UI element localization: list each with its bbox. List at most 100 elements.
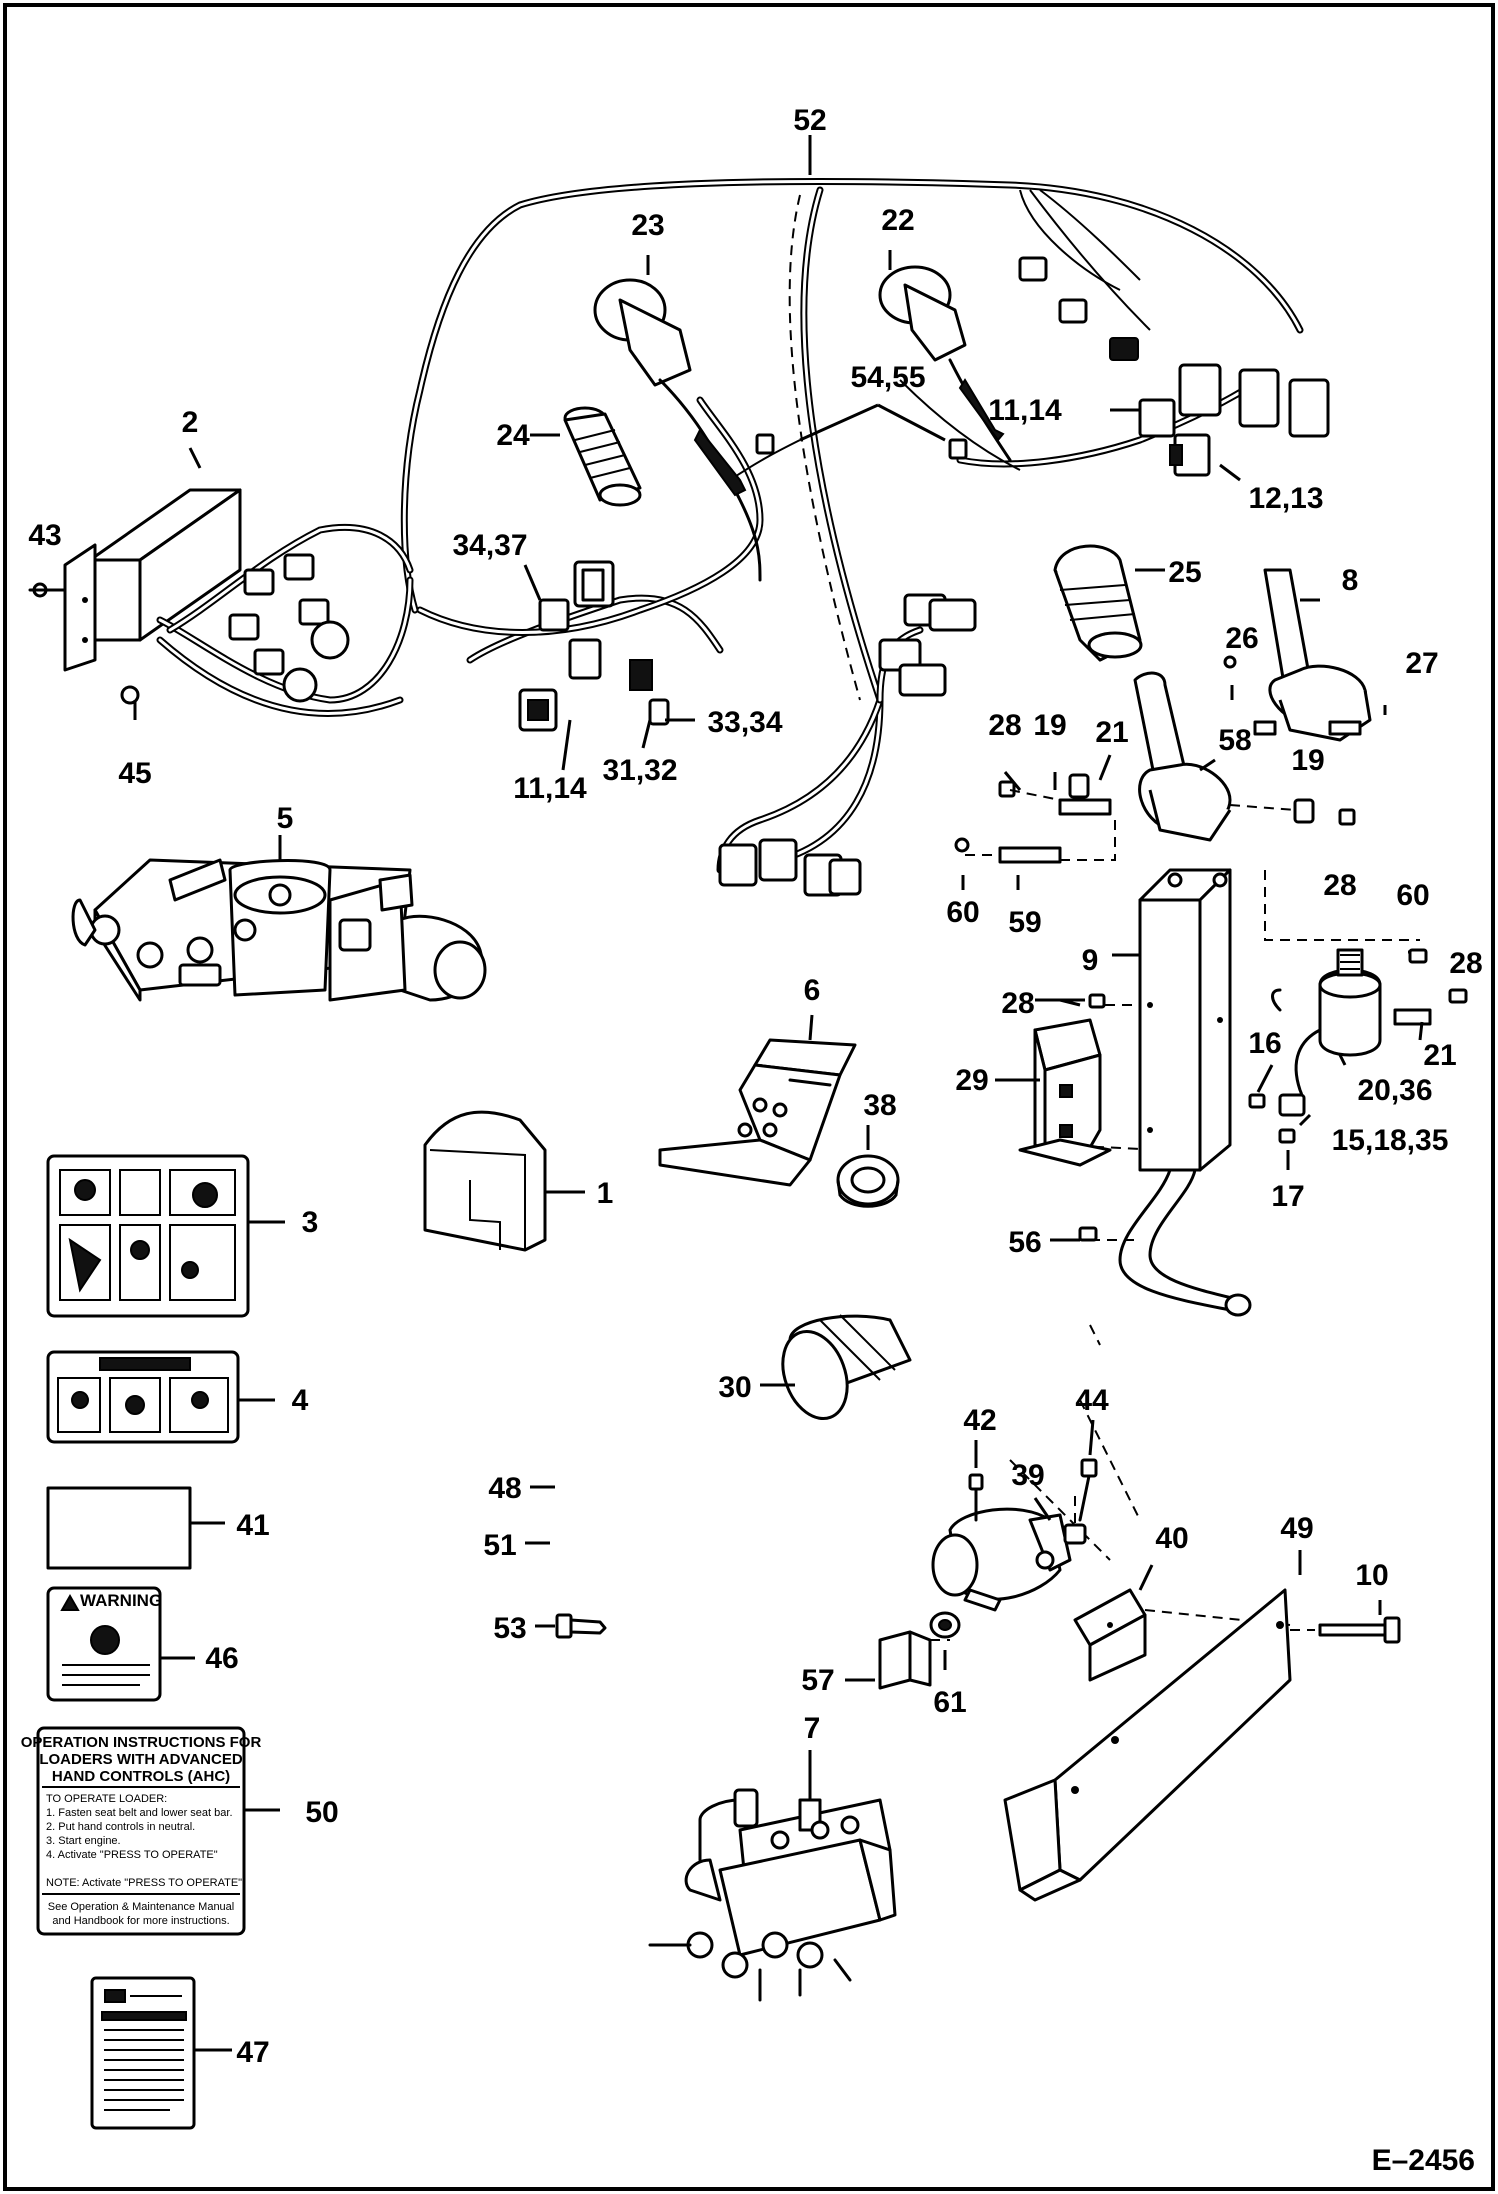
callout-60-right: 60 [1396, 879, 1429, 912]
callout-15-18-35: 15,18,35 [1332, 1124, 1449, 1157]
leader-lines [52, 135, 1424, 2052]
bracket-49 [1003, 1588, 1292, 1902]
washer-61 [929, 1611, 961, 1639]
callout-2: 2 [182, 406, 199, 439]
callout-7: 7 [804, 1712, 821, 1745]
instructions-line-5: 4. Activate "PRESS TO OPERATE" [46, 1849, 218, 1861]
decal-4 [46, 1350, 240, 1444]
callout-57: 57 [801, 1664, 834, 1697]
callout-60-left: 60 [946, 896, 979, 929]
instructions-line-6: NOTE: Activate "PRESS TO OPERATE" [46, 1877, 242, 1889]
control-valve-7 [648, 1788, 897, 2002]
bracket-29 [1018, 1018, 1112, 1167]
callout-16: 16 [1248, 1027, 1281, 1060]
callout-48: 48 [488, 1472, 521, 1505]
bolt-10 [1318, 1616, 1401, 1644]
bracket-40 [1073, 1588, 1147, 1682]
decal-46: WARNING [46, 1586, 162, 1702]
callout-49: 49 [1280, 1512, 1313, 1545]
callout-3: 3 [302, 1206, 319, 1239]
decal-50: OPERATION INSTRUCTIONS FOR LOADERS WITH … [21, 1726, 262, 1936]
callout-38: 38 [863, 1089, 896, 1122]
callout-11-14-lower: 11,14 [513, 772, 587, 805]
joystick-58 [1068, 671, 1315, 842]
boot-25 [1053, 544, 1143, 662]
instructions-line-1: TO OPERATE LOADER: [46, 1793, 167, 1805]
callout-52: 52 [793, 104, 826, 137]
callout-46: 46 [205, 1642, 238, 1675]
module-harness [156, 523, 414, 717]
callout-5: 5 [277, 802, 294, 835]
callout-4: 4 [292, 1384, 309, 1417]
boot-30 [781, 1314, 912, 1421]
callout-44: 44 [1075, 1384, 1109, 1417]
warning-decal-title: WARNING [80, 1591, 162, 1610]
callout-30: 30 [718, 1371, 751, 1404]
callout-19-right: 19 [1291, 744, 1324, 777]
callout-25: 25 [1168, 556, 1201, 589]
instructions-title-line-2: LOADERS WITH ADVANCED [39, 1751, 242, 1768]
harness-connectors [518, 256, 1330, 897]
instructions-title-line-3: HAND CONTROLS (AHC) [52, 1768, 230, 1785]
instructions-line-7: See Operation & Maintenance Manual [48, 1901, 235, 1913]
callout-21-lower: 21 [1423, 1039, 1456, 1072]
switch-22 [878, 265, 1012, 462]
bracket-6 [658, 1038, 857, 1187]
callout-23: 23 [631, 209, 664, 242]
callout-10: 10 [1355, 1559, 1388, 1592]
decal-47 [90, 1976, 196, 2130]
callout-59: 59 [1008, 906, 1041, 939]
callout-26: 26 [1225, 622, 1258, 655]
callout-21-upper: 21 [1095, 716, 1128, 749]
switch-assembly-39 [931, 1507, 1087, 1612]
bracket-9 [1118, 868, 1252, 1317]
callout-22: 22 [881, 204, 914, 237]
instructions-line-4: 3. Start engine. [46, 1835, 121, 1847]
switch-23 [593, 278, 762, 582]
callout-1: 1 [597, 1177, 614, 1210]
callout-34-37: 34,37 [452, 529, 527, 562]
callout-54-55: 54,55 [850, 361, 925, 394]
drawing-reference-number: E–2456 [1372, 2144, 1475, 2177]
callout-47: 47 [236, 2036, 269, 2069]
callout-labels: 52 23 22 54,55 11,14 12,13 24 2 43 34,37… [28, 104, 1482, 2069]
block-57 [878, 1630, 932, 1690]
diagram-border [3, 3, 1495, 2191]
callout-33-34: 33,34 [707, 706, 782, 739]
fasteners [28, 582, 1468, 1242]
callout-28-upper-left: 28 [988, 709, 1021, 742]
hydraulic-pump-5 [71, 858, 487, 1002]
callout-41: 41 [236, 1509, 269, 1542]
callout-24: 24 [496, 419, 530, 452]
callout-27: 27 [1405, 647, 1438, 680]
callout-51: 51 [483, 1529, 516, 1562]
module-box-2 [63, 488, 242, 672]
callout-42: 42 [963, 1404, 996, 1437]
callout-31-32: 31,32 [602, 754, 677, 787]
spring-24 [563, 406, 642, 507]
callout-29: 29 [955, 1064, 988, 1097]
callout-11-14-upper: 11,14 [988, 394, 1062, 427]
instructions-title-line-1: OPERATION INSTRUCTIONS FOR [21, 1734, 262, 1751]
callout-6: 6 [804, 974, 821, 1007]
callout-56: 56 [1008, 1226, 1041, 1259]
callout-9: 9 [1082, 944, 1099, 977]
grommet-38 [836, 1154, 900, 1208]
bolt-42 [968, 1473, 984, 1522]
screw-53 [555, 1613, 607, 1639]
callout-39: 39 [1011, 1459, 1044, 1492]
decal-41 [46, 1486, 192, 1570]
callout-45: 45 [118, 757, 151, 790]
callout-17: 17 [1271, 1180, 1304, 1213]
instructions-line-3: 2. Put hand controls in neutral. [46, 1821, 195, 1833]
callout-20-36: 20,36 [1357, 1074, 1432, 1107]
callout-53: 53 [493, 1612, 526, 1645]
callout-61: 61 [933, 1686, 966, 1719]
cover-1 [423, 1110, 547, 1252]
callout-40: 40 [1155, 1522, 1188, 1555]
callout-28-far-right: 28 [1449, 947, 1482, 980]
instructions-line-2: 1. Fasten seat belt and lower seat bar. [46, 1807, 233, 1819]
callout-58: 58 [1218, 724, 1251, 757]
